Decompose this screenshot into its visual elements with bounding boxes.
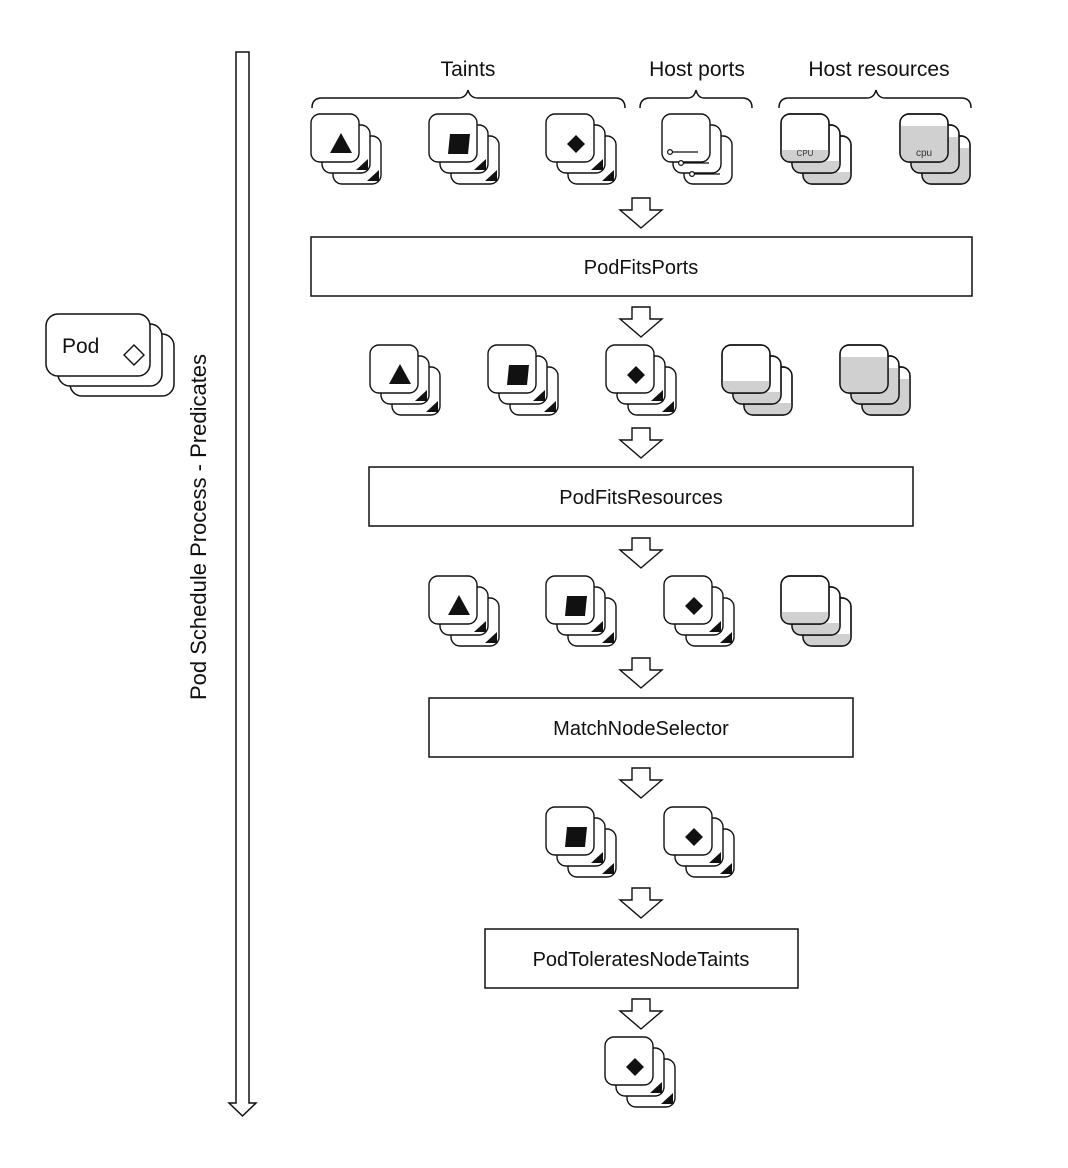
diamond-taint-icon [626,1058,644,1076]
group-host-resources: Host resources [778,58,972,109]
flow-arrow [618,537,664,569]
node-stack [545,806,617,878]
node-card [721,344,771,394]
group-label-taints: Taints [441,58,496,81]
flow-arrow [618,998,664,1030]
diamond-taint-icon [567,135,585,153]
node-stack [604,1036,676,1108]
group-taints: Taints [311,58,626,109]
predicate-box-pod-fits-resources: PodFitsResources [368,466,914,527]
predicate-label: PodFitsResources [559,487,722,509]
predicate-label: MatchNodeSelector [553,718,729,740]
diamond-taint-icon [685,828,703,846]
flow-arrow [618,887,664,919]
node-stage [428,575,852,647]
process-timeline-arrow [227,51,258,1118]
node-card [545,113,595,163]
node-stack [663,806,735,878]
node-stack [721,344,793,416]
triangle-taint-icon [389,364,411,384]
flow-arrow [618,767,664,799]
predicate-box-match-node-selector: MatchNodeSelector [428,697,854,758]
node-stack [545,113,617,185]
node-stack [545,575,617,647]
square-taint-icon [507,365,529,385]
node-card [604,1036,654,1086]
node-stack [605,344,677,416]
square-taint-icon [565,827,587,847]
node-stack [661,113,733,185]
cpu-label: cpu [916,148,932,159]
node-card [428,575,478,625]
node-stack [428,575,500,647]
node-stack [780,575,852,647]
diamond-taint-icon [627,366,645,384]
square-taint-icon [448,134,470,154]
pod-label: Pod [62,335,99,358]
node-stack [839,344,911,416]
node-stage: CPU cpu [310,113,971,185]
node-card [839,344,889,394]
node-card [899,113,949,163]
triangle-taint-icon [330,133,352,153]
node-card [663,575,713,625]
node-card [369,344,419,394]
node-stack [428,113,500,185]
flow-arrow [618,657,664,689]
node-stack: CPU [780,113,852,185]
group-host-ports: Host ports [639,58,753,109]
cpu-label: CPU [797,149,814,158]
pod-card: Pod [45,313,175,397]
node-stage [545,806,735,878]
node-card [780,113,830,163]
predicate-label: PodFitsPorts [584,257,698,279]
node-card [780,575,830,625]
node-card [310,113,360,163]
node-stack [663,575,735,647]
predicate-box-pod-fits-ports: PodFitsPorts [310,236,973,297]
node-stage [604,1036,676,1108]
group-label-host-resources: Host resources [808,58,949,81]
diamond-taint-icon [685,597,703,615]
host-port-icon [666,149,720,178]
triangle-taint-icon [448,595,470,615]
flow-arrow [618,427,664,459]
predicate-label: PodToleratesNodeTaints [533,949,750,971]
square-taint-icon [565,596,587,616]
node-stack [369,344,441,416]
node-stack: cpu [899,113,971,185]
process-side-label: Pod Schedule Process - Predicates [186,354,211,700]
node-card [663,806,713,856]
node-card [605,344,655,394]
node-stack [310,113,382,185]
flow-arrow [618,197,664,229]
node-stage [369,344,911,416]
predicate-box-pod-tolerates-node-taints: PodToleratesNodeTaints [484,928,799,989]
diamond-outline-icon [123,344,145,366]
node-card [661,113,711,163]
node-stack [487,344,559,416]
group-label-host-ports: Host ports [649,58,745,81]
flow-arrow [618,306,664,338]
